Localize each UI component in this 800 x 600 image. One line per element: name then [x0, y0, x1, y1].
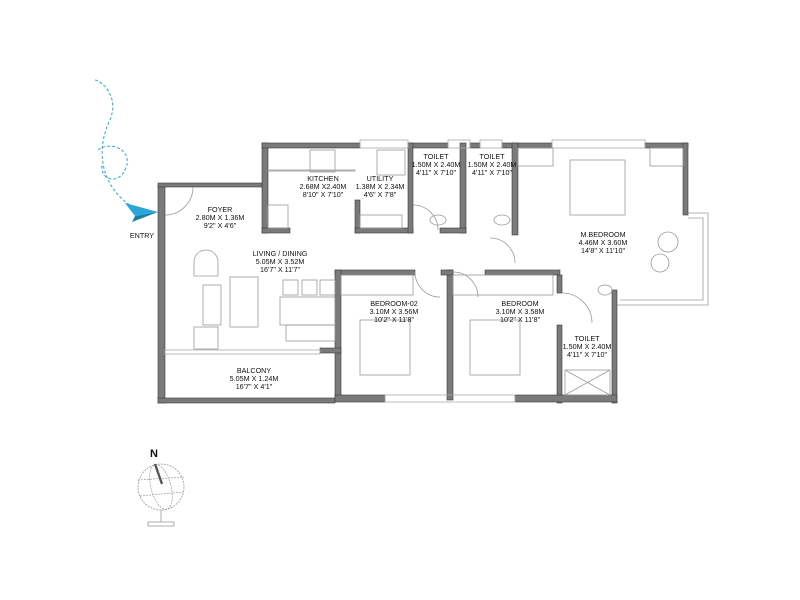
- door-swing: [164, 186, 194, 216]
- svg-text:16'7" X 11'7": 16'7" X 11'7": [260, 265, 301, 274]
- svg-text:1.50M X 2.40M: 1.50M X 2.40M: [412, 160, 461, 169]
- svg-text:14'8" X 11'10": 14'8" X 11'10": [581, 246, 626, 255]
- entry-label: ENTRY: [130, 231, 154, 240]
- room-label-balcony: BALCONY 5.05M X 1.24M 16'7" X 4'1": [230, 366, 279, 391]
- walls: [157, 142, 689, 404]
- dining-table: [279, 296, 336, 326]
- svg-text:BEDROOM: BEDROOM: [501, 299, 538, 308]
- mbedroom-deck: [614, 212, 709, 306]
- north-compass-icon: N: [137, 448, 185, 527]
- svg-text:KITCHEN: KITCHEN: [307, 174, 339, 183]
- north-label: N: [150, 448, 158, 460]
- sink-icon: [359, 214, 403, 229]
- stove-icon: [309, 149, 336, 173]
- wardrobe: [649, 147, 684, 167]
- svg-text:8'10" X 7'10": 8'10" X 7'10": [303, 190, 344, 199]
- room-label-foyer: FOYER 2.80M X 1.36M 9'2" X 4'6": [196, 205, 245, 230]
- bed-icon: [469, 319, 521, 376]
- svg-text:3.10M X 3.58M: 3.10M X 3.58M: [496, 307, 545, 316]
- room-label-toilet-1: TOILET 1.50M X 2.40M 4'11" X 7'10": [412, 152, 461, 177]
- svg-text:TOILET: TOILET: [574, 334, 600, 343]
- svg-text:10'2" X 11'8": 10'2" X 11'8": [374, 315, 415, 324]
- svg-text:5.05M X 3.52M: 5.05M X 3.52M: [256, 257, 305, 266]
- svg-text:FOYER: FOYER: [208, 205, 233, 214]
- svg-text:4'6" X 7'8": 4'6" X 7'8": [364, 190, 397, 199]
- svg-text:16'7" X 4'1": 16'7" X 4'1": [236, 382, 273, 391]
- svg-text:1.50M X 2.40M: 1.50M X 2.40M: [468, 160, 517, 169]
- room-label-living-dining: LIVING / DINING 5.05M X 3.52M 16'7" X 11…: [253, 249, 308, 274]
- svg-text:4'11" X 7'10": 4'11" X 7'10": [472, 168, 513, 177]
- svg-text:1.38M X 2.34M: 1.38M X 2.34M: [356, 182, 405, 191]
- room-label-bedroom: BEDROOM 3.10M X 3.58M 10'2" X 11'8": [496, 299, 545, 324]
- entry-path-dashed: [94, 79, 139, 211]
- wardrobe: [452, 274, 554, 296]
- shower: [564, 369, 611, 396]
- svg-text:4'11" X 7'10": 4'11" X 7'10": [416, 168, 457, 177]
- armchair-icon: [193, 249, 219, 277]
- room-label-bedroom-02: BEDROOM-02 3.10M X 3.56M 10'2" X 11'8": [370, 299, 419, 324]
- svg-text:2.68M X2.40M: 2.68M X2.40M: [300, 182, 347, 191]
- wardrobe: [517, 147, 554, 167]
- svg-text:M.BEDROOM: M.BEDROOM: [580, 230, 625, 239]
- paper-plane-icon: [125, 203, 158, 222]
- svg-text:4.46M X 3.60M: 4.46M X 3.60M: [579, 238, 628, 247]
- sofa-icon: [229, 276, 259, 328]
- room-label-toilet-2: TOILET 1.50M X 2.40M 4'11" X 7'10": [468, 152, 517, 177]
- bed-icon: [359, 319, 411, 376]
- svg-text:9'2" X 4'6": 9'2" X 4'6": [204, 221, 237, 230]
- svg-text:LIVING / DINING: LIVING / DINING: [253, 249, 308, 258]
- room-label-master-bedroom: M.BEDROOM 4.46M X 3.60M 14'8" X 11'10": [579, 230, 628, 255]
- svg-text:BALCONY: BALCONY: [237, 366, 272, 375]
- svg-text:TOILET: TOILET: [423, 152, 449, 161]
- svg-text:10'2" X 11'8": 10'2" X 11'8": [500, 315, 541, 324]
- room-label-utility: UTILITY 1.38M X 2.34M 4'6" X 7'8": [356, 174, 405, 199]
- svg-text:TOILET: TOILET: [479, 152, 505, 161]
- washing-machine-icon: [376, 149, 406, 176]
- svg-text:4'11" X 7'10": 4'11" X 7'10": [567, 350, 608, 359]
- room-label-toilet-3: TOILET 1.50M X 2.40M 4'11" X 7'10": [563, 334, 612, 359]
- svg-text:5.05M X 1.24M: 5.05M X 1.24M: [230, 374, 279, 383]
- wardrobe: [340, 274, 414, 296]
- svg-text:BEDROOM-02: BEDROOM-02: [370, 299, 418, 308]
- svg-text:2.80M X 1.36M: 2.80M X 1.36M: [196, 213, 245, 222]
- windows: [164, 139, 646, 403]
- svg-text:3.10M X 3.56M: 3.10M X 3.56M: [370, 307, 419, 316]
- room-label-kitchen: KITCHEN 2.68M X2.40M 8'10" X 7'10": [300, 174, 347, 199]
- svg-text:UTILITY: UTILITY: [367, 174, 394, 183]
- svg-text:1.50M X 2.40M: 1.50M X 2.40M: [563, 342, 612, 351]
- furniture: [164, 147, 684, 396]
- master-bed-icon: [569, 159, 626, 216]
